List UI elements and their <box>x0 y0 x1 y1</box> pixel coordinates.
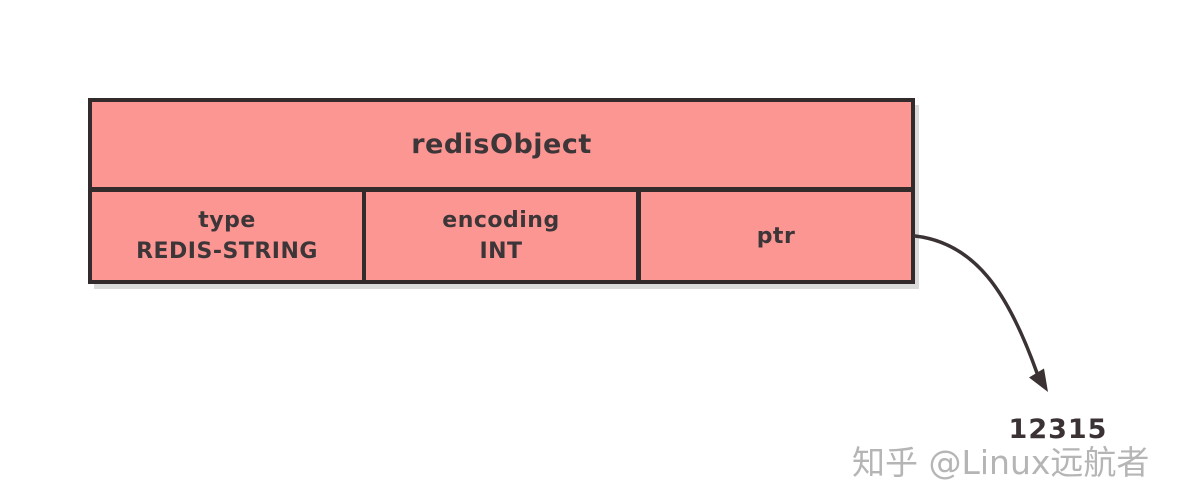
cell-encoding-label: encoding <box>442 208 560 233</box>
cell-ptr: ptr <box>641 192 911 280</box>
cell-type-value: REDIS-STRING <box>136 239 318 264</box>
pointer-arrow <box>913 234 1048 392</box>
redis-object-fields: type REDIS-STRING encoding INT ptr <box>92 192 911 280</box>
cell-ptr-label: ptr <box>756 223 796 249</box>
cell-type: type REDIS-STRING <box>92 192 366 280</box>
pointer-value: 12315 <box>1008 414 1108 445</box>
redis-object-title: redisObject <box>92 102 911 192</box>
cell-encoding: encoding INT <box>366 192 641 280</box>
cell-encoding-value: INT <box>479 239 523 264</box>
watermark: 知乎 @Linux远航者 <box>852 443 1150 482</box>
redis-object-box: redisObject type REDIS-STRING encoding I… <box>88 98 915 284</box>
cell-type-label: type <box>198 208 256 233</box>
